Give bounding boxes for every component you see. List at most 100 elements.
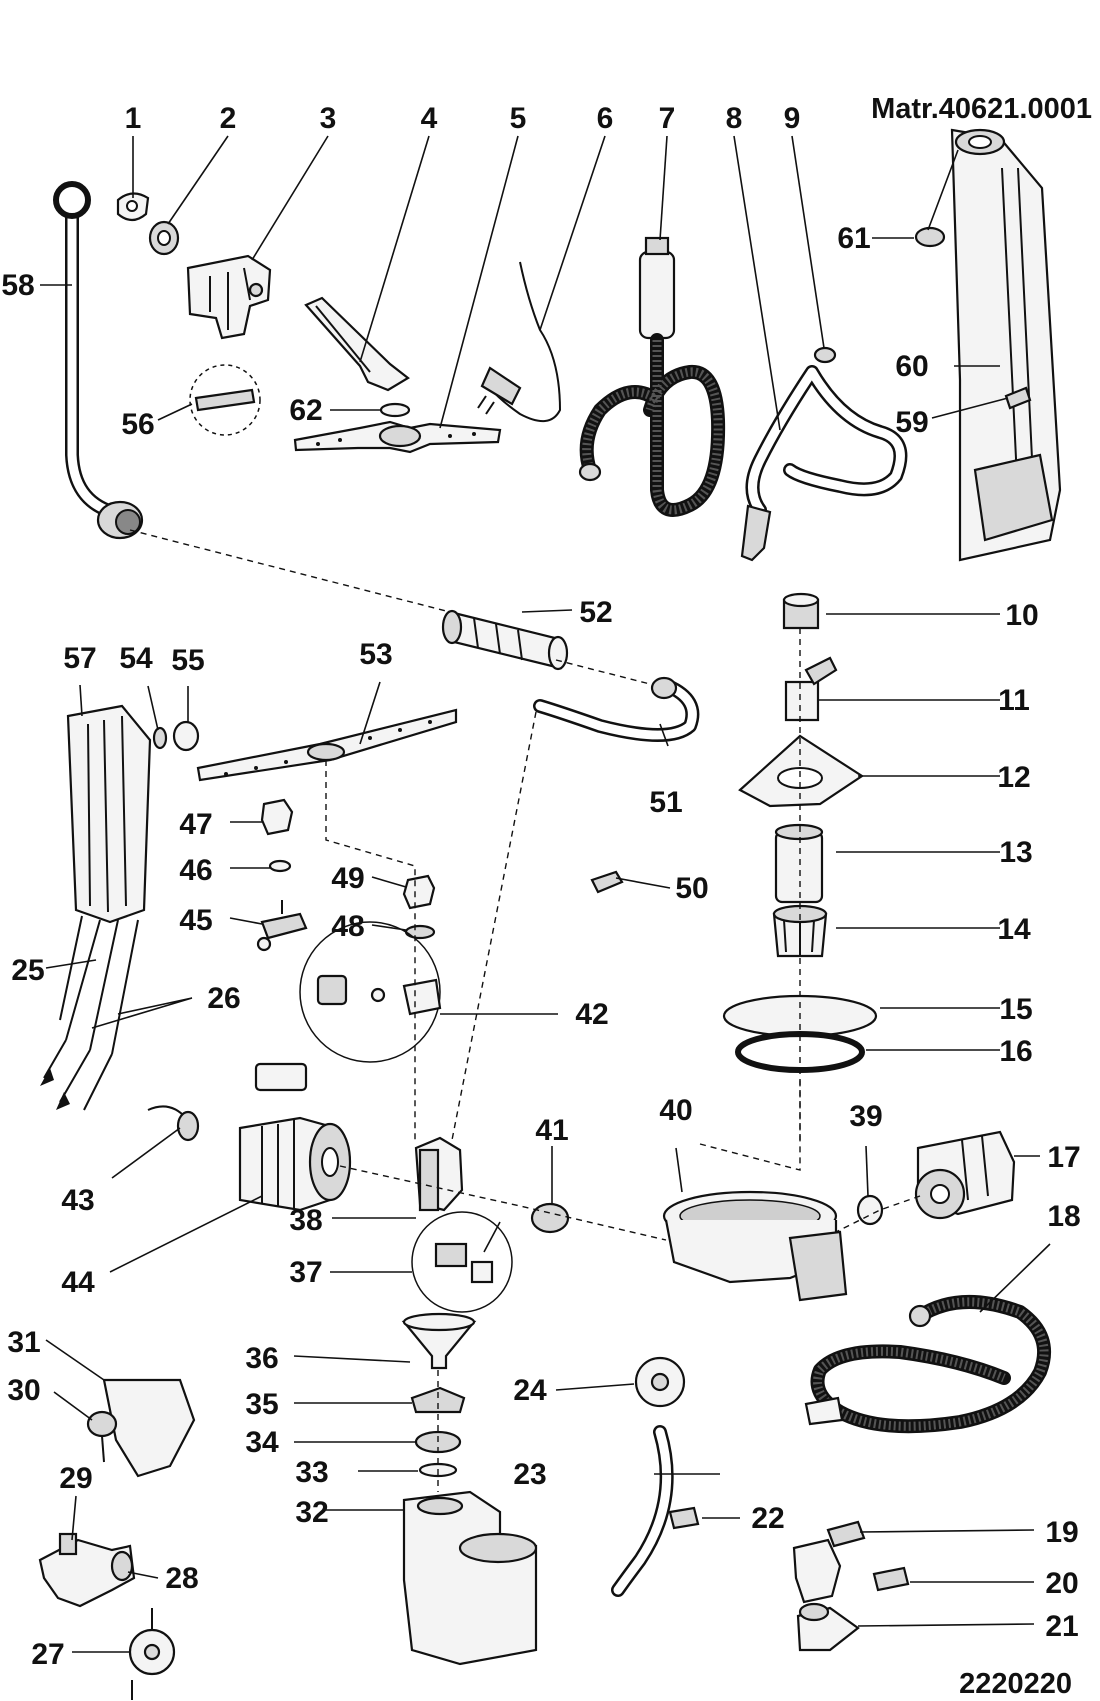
part-52-connector xyxy=(441,609,569,671)
part-41-coupling xyxy=(530,1202,570,1234)
callout-58: 58 xyxy=(1,269,34,302)
callout-4: 4 xyxy=(421,102,438,135)
part-56-detail xyxy=(189,364,261,436)
part-21-float xyxy=(796,1602,860,1652)
callout-11: 11 xyxy=(998,684,1030,717)
callout-54: 54 xyxy=(119,642,153,675)
part-45-fitting xyxy=(256,900,308,952)
part-17-drain-pump xyxy=(914,1130,1016,1220)
part-8-hose xyxy=(740,365,908,562)
callout-2: 2 xyxy=(220,102,237,135)
callout-39: 39 xyxy=(849,1100,882,1133)
callout-51: 51 xyxy=(649,786,682,819)
callout-labels: 1 2 3 4 5 6 7 8 9 10 11 12 13 14 15 16 1… xyxy=(1,102,1080,1671)
part-20-sensor xyxy=(872,1566,910,1592)
callout-16: 16 xyxy=(999,1035,1032,1068)
part-60-side-panel xyxy=(950,128,1062,562)
callout-52: 52 xyxy=(579,596,612,629)
callout-43: 43 xyxy=(61,1184,94,1217)
part-40-sump xyxy=(662,1190,848,1302)
callout-37: 37 xyxy=(289,1256,322,1289)
callout-18: 18 xyxy=(1047,1200,1080,1233)
part-28-29-inlet-valve xyxy=(38,1532,136,1608)
part-44-motor xyxy=(238,1062,352,1212)
callout-53: 53 xyxy=(359,638,392,671)
part-13-filter-cylinder xyxy=(774,823,824,904)
callout-40: 40 xyxy=(659,1094,692,1127)
part-31-cover xyxy=(102,1378,196,1478)
part-50-clip xyxy=(590,870,624,894)
part-59-lever xyxy=(1004,386,1032,410)
callout-28: 28 xyxy=(165,1562,198,1595)
part-51-hose xyxy=(533,676,700,742)
callout-61: 61 xyxy=(837,222,870,255)
callout-32: 32 xyxy=(295,1496,328,1529)
callout-59: 59 xyxy=(895,406,928,439)
callout-27: 27 xyxy=(31,1638,64,1671)
callout-45: 45 xyxy=(179,904,212,937)
part-6-cable-plug xyxy=(477,261,562,422)
part-24-cap xyxy=(634,1356,686,1408)
callout-41: 41 xyxy=(535,1114,568,1147)
part-54-clip xyxy=(152,726,168,750)
callout-57: 57 xyxy=(63,642,96,675)
callout-14: 14 xyxy=(997,913,1031,946)
material-code: Matr.40621.0001 xyxy=(871,93,1092,125)
part-2-nut xyxy=(148,220,180,256)
part-18-drain-hose xyxy=(804,1294,1051,1434)
part-39-ring xyxy=(856,1194,884,1226)
callout-19: 19 xyxy=(1045,1516,1078,1549)
part-11-filter-handle xyxy=(784,656,838,722)
part-55-nut xyxy=(172,720,200,752)
callout-17: 17 xyxy=(1047,1141,1080,1174)
callout-34: 34 xyxy=(245,1426,279,1459)
part-30-valve xyxy=(86,1410,118,1463)
part-57-rack-support xyxy=(66,704,152,924)
callout-20: 20 xyxy=(1045,1567,1078,1600)
part-38-pump-housing xyxy=(414,1136,464,1212)
assembly-lines xyxy=(129,529,921,1492)
callout-47: 47 xyxy=(179,808,212,841)
part-9-clamp xyxy=(813,346,837,364)
callout-60: 60 xyxy=(895,350,928,383)
callout-5: 5 xyxy=(510,102,527,135)
part-19-valve xyxy=(792,1520,866,1604)
part-61-nut xyxy=(914,226,946,248)
callout-30: 30 xyxy=(7,1374,40,1407)
part-4-spray-insert xyxy=(304,296,410,392)
callout-42: 42 xyxy=(575,998,608,1031)
callout-31: 31 xyxy=(7,1326,40,1359)
callout-44: 44 xyxy=(61,1266,95,1299)
drawing-number: 2220220 xyxy=(959,1668,1072,1700)
callout-23: 23 xyxy=(513,1458,546,1491)
part-25-26-tubes xyxy=(40,915,139,1111)
part-12-filter-plate xyxy=(738,734,865,808)
callout-55: 55 xyxy=(171,644,204,677)
callout-26: 26 xyxy=(207,982,240,1015)
callout-50: 50 xyxy=(675,872,708,905)
callout-56: 56 xyxy=(121,408,154,441)
part-5-lower-spray-arm xyxy=(293,420,502,454)
callout-13: 13 xyxy=(999,836,1032,869)
part-1-clip xyxy=(116,192,150,222)
part-32-salt-container xyxy=(402,1490,538,1666)
part-36-funnel xyxy=(401,1312,477,1370)
callout-3: 3 xyxy=(320,102,337,135)
callout-10: 10 xyxy=(1005,599,1038,632)
part-53-upper-spray-arm xyxy=(196,708,458,782)
callout-38: 38 xyxy=(289,1204,322,1237)
part-7-inlet-hose xyxy=(578,236,726,517)
leader-lines xyxy=(40,135,1051,1653)
callout-48: 48 xyxy=(331,910,364,943)
part-46-washer xyxy=(268,859,292,873)
callout-7: 7 xyxy=(659,102,676,135)
callout-36: 36 xyxy=(245,1342,278,1375)
part-35-cap xyxy=(410,1386,466,1414)
part-43-capacitor xyxy=(147,1105,200,1142)
part-47-nut xyxy=(260,798,294,836)
part-49-nut xyxy=(402,874,436,910)
callout-46: 46 xyxy=(179,854,212,887)
callout-25: 25 xyxy=(11,954,44,987)
callout-22: 22 xyxy=(751,1502,784,1535)
